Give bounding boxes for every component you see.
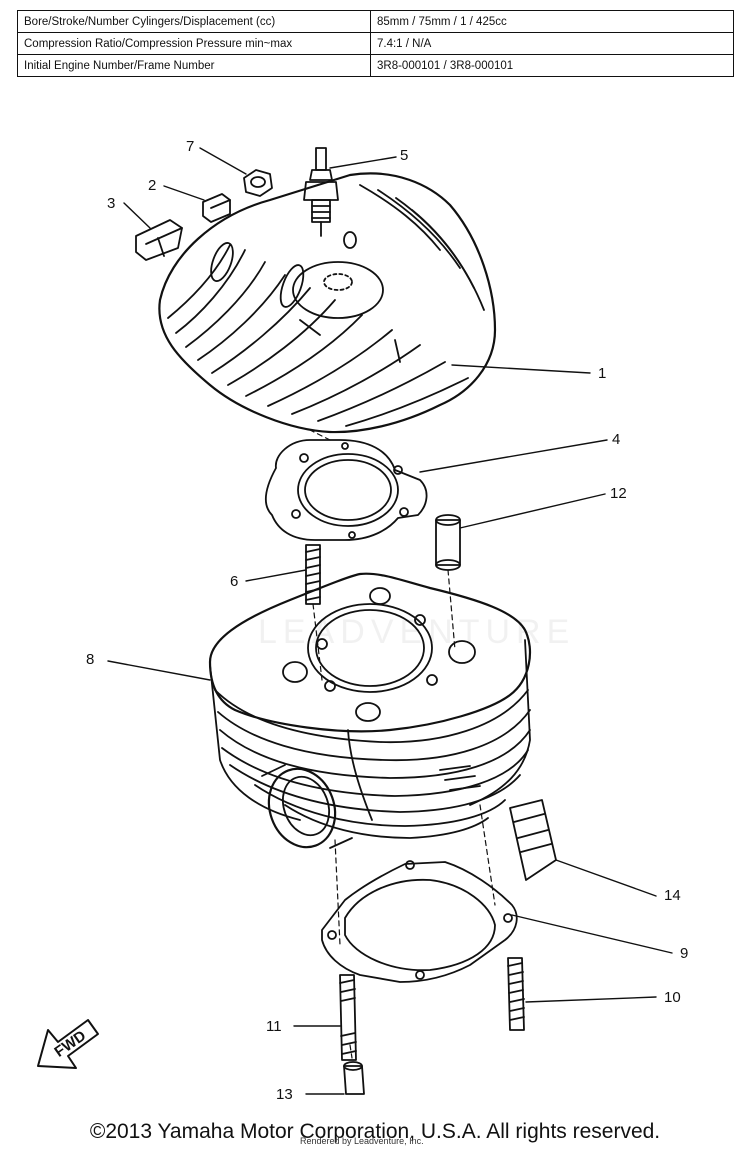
cylinder-head <box>158 172 497 434</box>
callout-8: 8 <box>86 651 94 668</box>
damper-rubber-2 <box>202 193 231 223</box>
callout-12: 12 <box>610 485 627 502</box>
spec-row: Initial Engine Number/Frame Number 3R8-0… <box>17 54 734 77</box>
callout-5: 5 <box>400 147 408 164</box>
callout-14: 14 <box>664 887 681 904</box>
callout-13: 13 <box>276 1086 293 1103</box>
callout-1: 1 <box>598 365 606 382</box>
dowel-pipe-12 <box>435 514 461 571</box>
copyright-notice: ©2013 Yamaha Motor Corporation, U.S.A. A… <box>89 1120 661 1143</box>
spec-value: 3R8-000101 / 3R8-000101 <box>370 54 734 77</box>
callout-9: 9 <box>680 945 688 962</box>
damper-14 <box>509 799 557 881</box>
rendered-by-notice: Rendered by Leadventure, Inc. <box>300 1136 424 1146</box>
callout-4: 4 <box>612 431 620 448</box>
watermark-text: LEADVENTURE <box>258 613 575 651</box>
fwd-arrow-icon <box>37 1019 99 1069</box>
cylinder <box>208 572 532 849</box>
callout-2: 2 <box>148 177 156 194</box>
cap-nut <box>243 169 273 197</box>
spec-table: Bore/Stroke/Number Cylingers/Displacemen… <box>17 10 734 77</box>
nut-13 <box>343 1061 365 1095</box>
stud-bolt-11 <box>339 974 357 1061</box>
base-gasket <box>321 860 518 983</box>
callout-7: 7 <box>186 138 194 155</box>
callout-3: 3 <box>107 195 115 212</box>
stud-bolt-6 <box>305 544 321 605</box>
spark-plug <box>303 147 339 237</box>
callout-6: 6 <box>230 573 238 590</box>
stud-bolt-10 <box>507 957 525 1031</box>
callout-11: 11 <box>266 1018 282 1035</box>
damper-rubber-3 <box>135 219 183 261</box>
callout-10: 10 <box>664 989 681 1006</box>
spec-label: Initial Engine Number/Frame Number <box>17 54 371 77</box>
leader-lines <box>107 147 673 1095</box>
head-gasket <box>265 439 428 541</box>
